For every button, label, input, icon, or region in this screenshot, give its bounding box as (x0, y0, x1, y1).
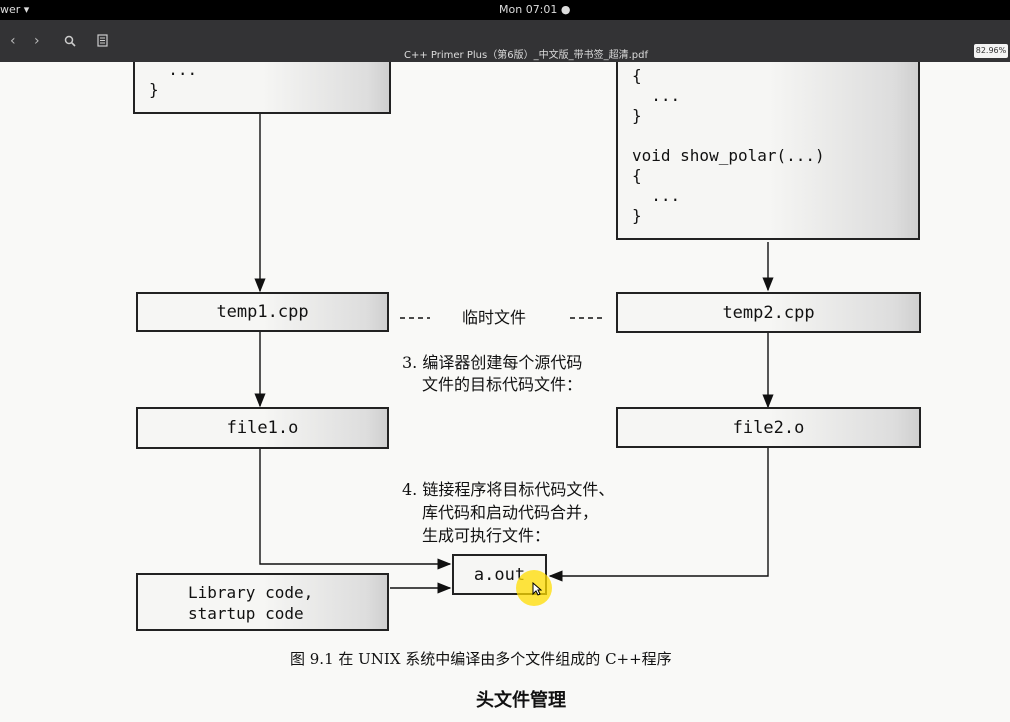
flow-arrows (254, 114, 774, 594)
temp2-label: temp2.cpp (722, 302, 815, 323)
section-heading: 头文件管理 (476, 690, 566, 711)
document-title: C++ Primer Plus（第6版）_中文版_带书签_超清.pdf (404, 50, 648, 61)
library-box: Library code, startup code (136, 573, 389, 631)
source-file-2-code: { ... } void show_polar(...) { ... } (632, 66, 825, 225)
viewer-toolbar: ‹ › C++ Primer Plus（第6版）_中文版_带书签_超清.pdf … (0, 20, 1010, 63)
mouse-pointer-icon (532, 581, 543, 600)
search-icon[interactable] (64, 35, 76, 50)
file2-box: file2.o (616, 407, 921, 448)
pdf-page: ... } { ... } void show_polar(...) { ...… (0, 62, 1010, 722)
temp-files-label: 临时文件 (462, 308, 527, 327)
temp1-label: temp1.cpp (216, 302, 309, 322)
library-line1: Library code, (188, 583, 314, 602)
sidebar-toggle-icon[interactable] (97, 34, 108, 51)
file2-label: file2.o (732, 417, 805, 438)
step4-line2: 库代码和启动代码合并， (422, 503, 599, 522)
file1-label: file1.o (226, 418, 299, 438)
back-icon[interactable]: ‹ (10, 33, 16, 49)
zoom-level[interactable]: 82.96% (974, 44, 1008, 58)
app-menu[interactable]: wer ▾ (0, 3, 30, 16)
step4-line3: 生成可执行文件： (422, 526, 551, 545)
aout-label: a.out (473, 564, 526, 585)
clock[interactable]: Mon 07:01 ● (499, 3, 571, 16)
source-file-1-code: ... } (149, 62, 198, 99)
step3-line2: 文件的目标代码文件： (422, 375, 583, 394)
source-file-2-box: { ... } void show_polar(...) { ... } (616, 62, 920, 240)
step3-line1: 3. 编译器创建每个源代码 (402, 353, 583, 372)
library-line2: startup code (188, 604, 304, 623)
aout-box: a.out (452, 554, 547, 595)
top-bar: wer ▾ Mon 07:01 ● (0, 0, 1010, 20)
temp2-box: temp2.cpp (616, 292, 921, 333)
step4-line1: 4. 链接程序将目标代码文件、 (402, 480, 615, 499)
temp1-box: temp1.cpp (136, 292, 389, 332)
file1-box: file1.o (136, 407, 389, 449)
source-file-1-box: ... } (133, 62, 391, 114)
figure-caption: 图 9.1 在 UNIX 系统中编译由多个文件组成的 C++程序 (290, 650, 672, 668)
forward-icon[interactable]: › (34, 33, 40, 49)
